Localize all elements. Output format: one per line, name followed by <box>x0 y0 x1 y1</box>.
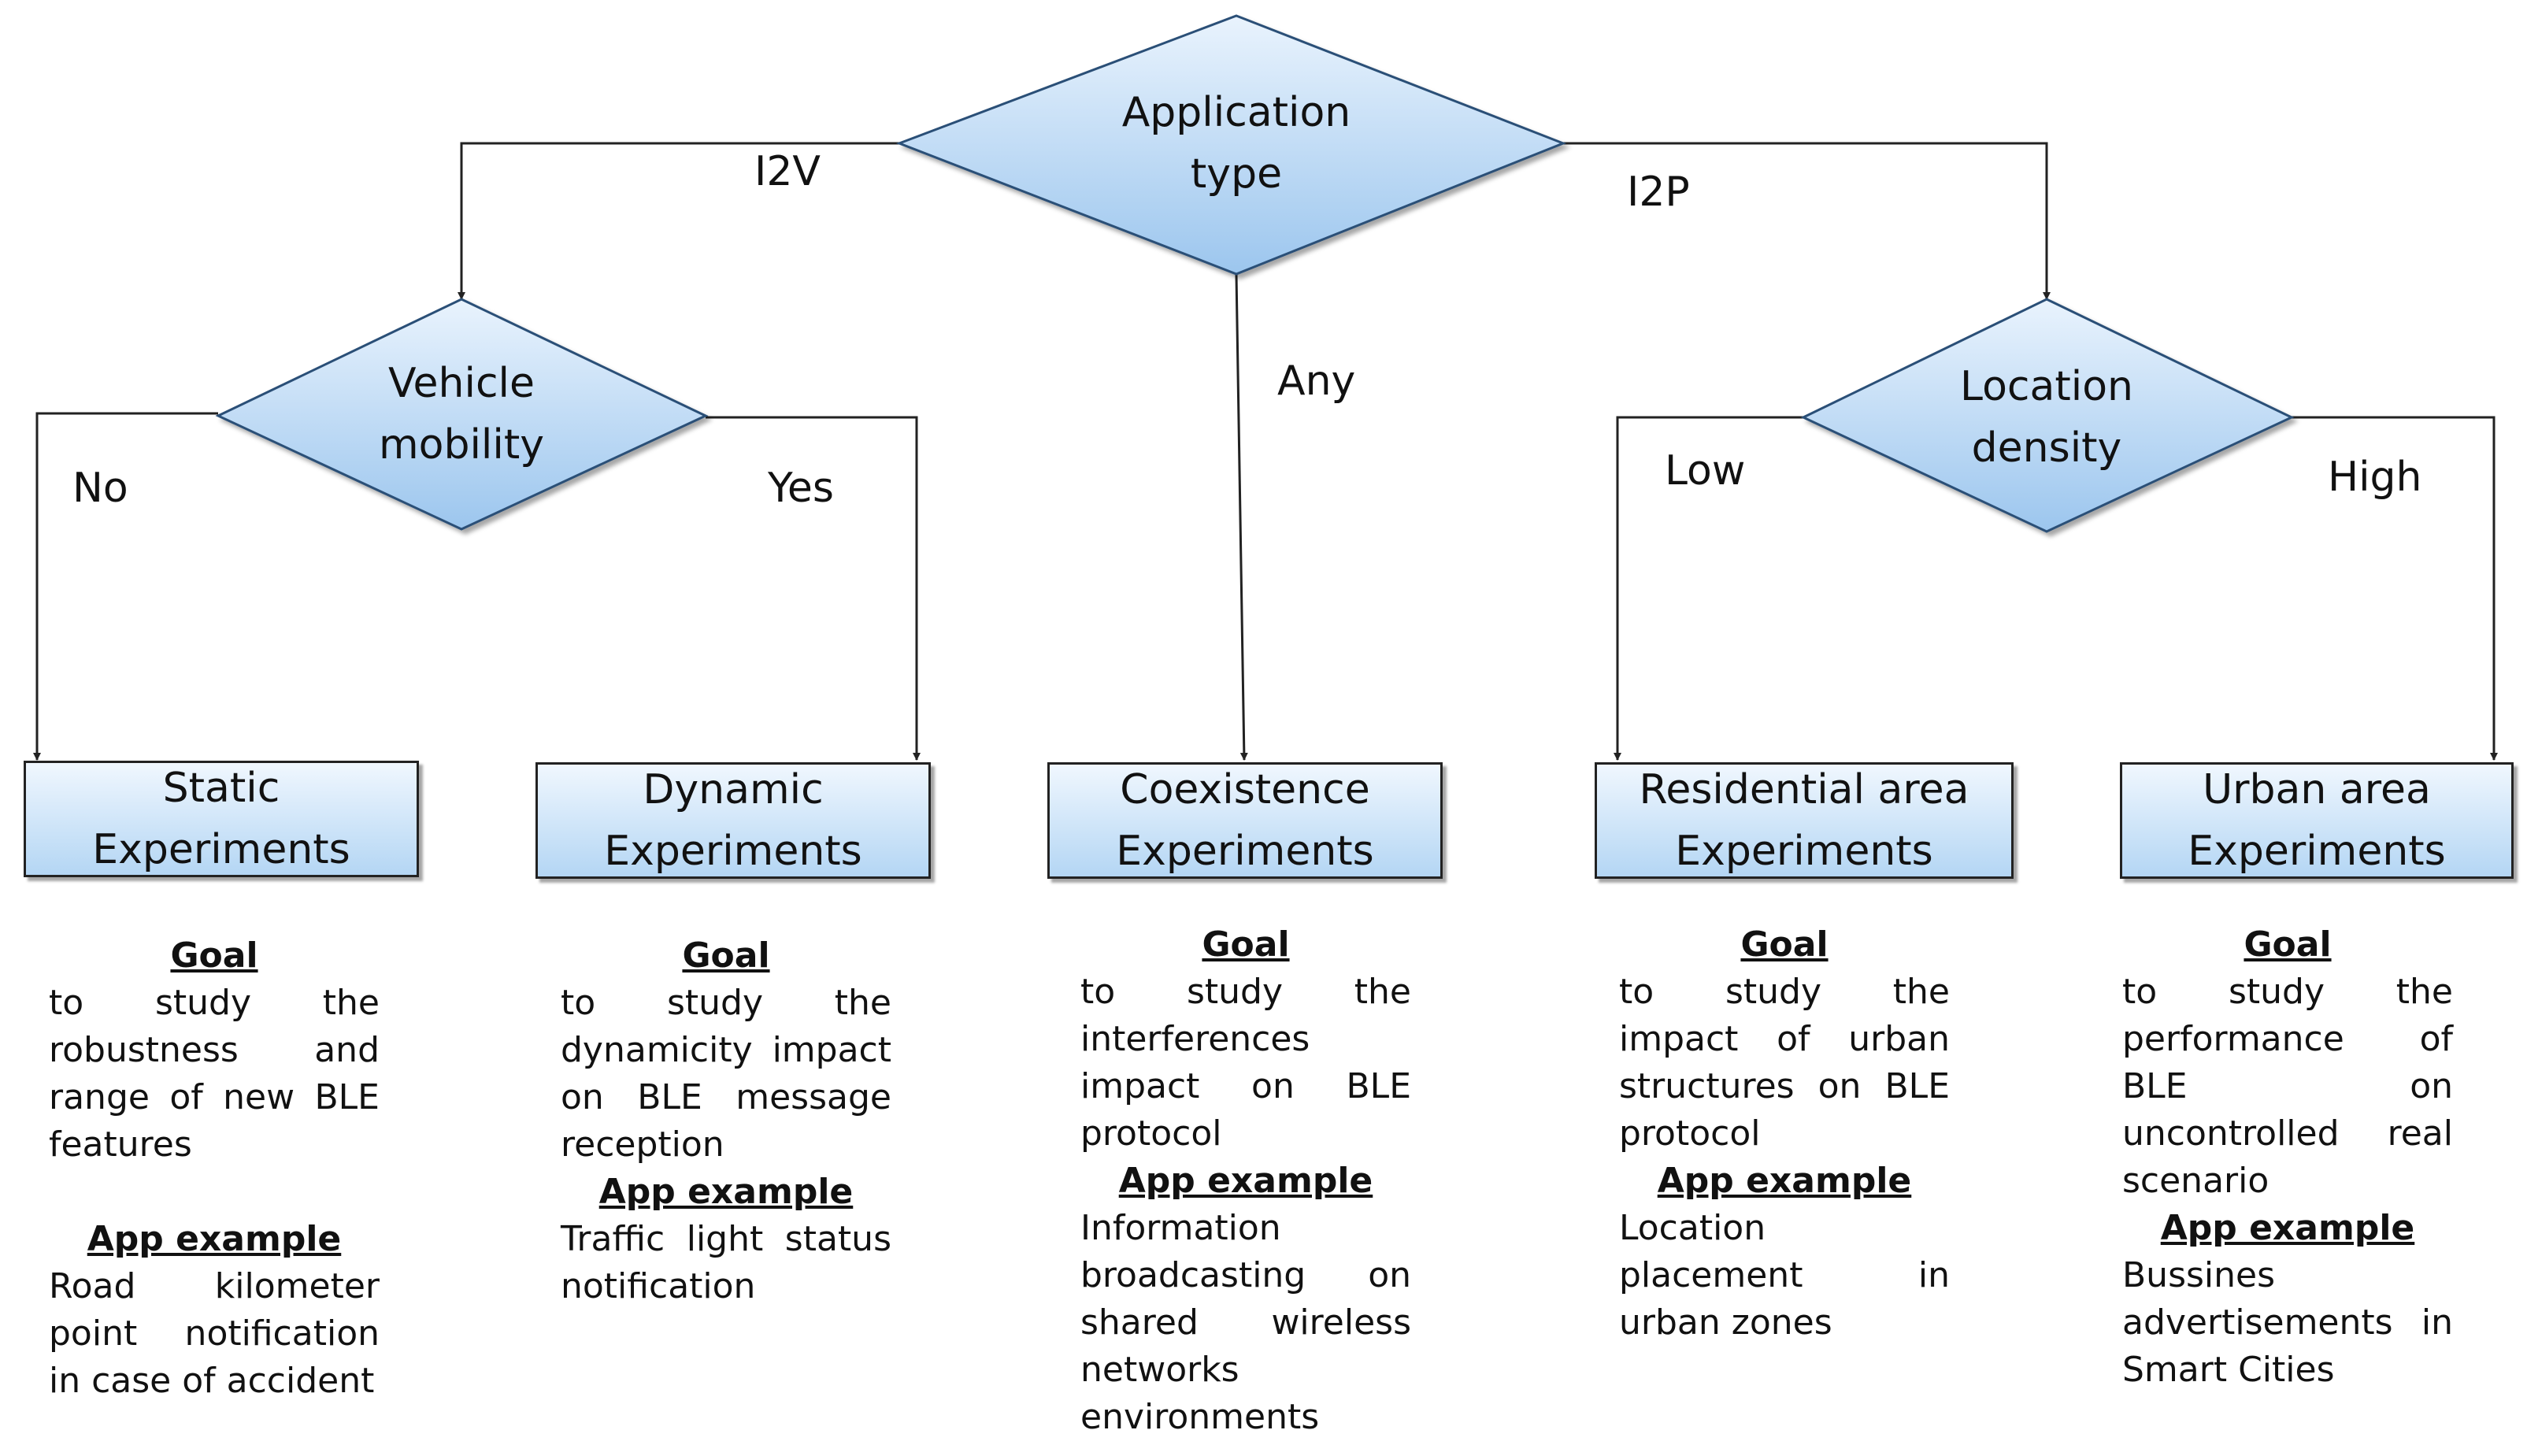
app-example-heading: App example <box>1657 1161 1912 1201</box>
experiment-title-line1: Dynamic <box>643 766 824 813</box>
app-example-heading: App example <box>2160 1208 2415 1248</box>
decision-diamond <box>215 298 709 531</box>
experiment-description-coexistence: Goal to study the interferences impact o… <box>1080 921 1411 1441</box>
edge-i2v <box>458 142 899 300</box>
experiment-description-static: Goal to study the robustness and range o… <box>49 932 380 1405</box>
experiment-description-urban: Goal to study the performance of BLE on … <box>2122 921 2453 1394</box>
app-example-text: Road kilometer point notification in cas… <box>49 1266 380 1401</box>
experiment-title-line2: Experiments <box>1116 828 1374 875</box>
experiment-description-residential: Goal to study the impact of urban struct… <box>1619 921 1950 1347</box>
edge-label-no: No <box>72 465 128 512</box>
goal-text: to study the interferences impact on BLE… <box>1080 972 1411 1154</box>
app-example-heading: App example <box>598 1172 854 1212</box>
edge-label-low: Low <box>1665 447 1746 495</box>
goal-heading: Goal <box>1202 924 1290 965</box>
experiment-title-line1: Residential area <box>1639 766 1969 813</box>
goal-text: to study the performance of BLE on uncon… <box>2122 972 2453 1201</box>
edge-high <box>2292 416 2498 761</box>
edge-label-yes: Yes <box>768 465 834 512</box>
experiment-title-line2: Experiments <box>2188 828 2446 875</box>
app-example-heading: App example <box>87 1219 342 1259</box>
app-example-text: Location placement in urban zones <box>1619 1208 1950 1343</box>
experiment-description-dynamic: Goal to study the dynamicity impact on B… <box>561 932 891 1310</box>
edge-label-i2v: I2V <box>754 148 821 195</box>
experiment-box-static: Static Experiments <box>24 761 419 877</box>
edge-label-high: High <box>2328 454 2422 501</box>
decision-location-density: Location density <box>1800 298 2295 533</box>
decision-label-line1: Application <box>1122 89 1351 136</box>
experiment-title-line1: Static <box>162 765 280 812</box>
experiment-box-coexistence: Coexistence Experiments <box>1047 762 1443 879</box>
goal-heading: Goal <box>170 935 258 976</box>
edge-label-i2p: I2P <box>1627 169 1690 216</box>
experiment-title-line1: Coexistence <box>1120 766 1370 813</box>
decision-label-line2: type <box>1191 150 1282 198</box>
experiment-title-line2: Experiments <box>1675 828 1933 875</box>
experiment-title-line2: Experiments <box>604 828 862 875</box>
edge-no <box>33 412 218 761</box>
experiment-title-line2: Experiments <box>92 826 350 873</box>
edge-i2p <box>1563 142 2051 300</box>
decision-label-line2: density <box>1972 424 2122 472</box>
edge-any <box>1235 273 1248 761</box>
goal-heading: Goal <box>2244 924 2332 965</box>
app-example-text: Information broadcasting on shared wirel… <box>1080 1208 1411 1437</box>
experiment-box-urban: Urban area Experiments <box>2120 762 2514 879</box>
goal-heading: Goal <box>1740 924 1829 965</box>
decision-diamond <box>1800 298 2295 533</box>
app-example-heading: App example <box>1118 1161 1373 1201</box>
goal-text: to study the robustness and range of new… <box>49 983 380 1165</box>
edge-label-any: Any <box>1277 358 1356 405</box>
goal-text: to study the dynamicity impact on BLE me… <box>561 983 891 1165</box>
experiment-title-line1: Urban area <box>2203 766 2431 813</box>
connectors <box>33 142 2498 761</box>
edge-low <box>1614 416 1803 761</box>
decision-label-line1: Location <box>1960 363 2133 410</box>
goal-heading: Goal <box>682 935 770 976</box>
decision-application-type: Application type <box>895 14 1567 276</box>
decision-label-line1: Vehicle <box>388 360 535 407</box>
edge-yes <box>706 416 921 761</box>
app-example-text: Bussines advertisements in Smart Cities <box>2122 1255 2453 1390</box>
decision-vehicle-mobility: Vehicle mobility <box>215 298 709 531</box>
decision-label-line2: mobility <box>379 421 544 469</box>
app-example-text: Traffic light status notification <box>561 1219 891 1306</box>
experiment-box-residential: Residential area Experiments <box>1595 762 2014 879</box>
experiment-box-dynamic: Dynamic Experiments <box>535 762 931 879</box>
goal-text: to study the impact of urban structures … <box>1619 972 1950 1154</box>
decision-diamond <box>895 14 1567 276</box>
